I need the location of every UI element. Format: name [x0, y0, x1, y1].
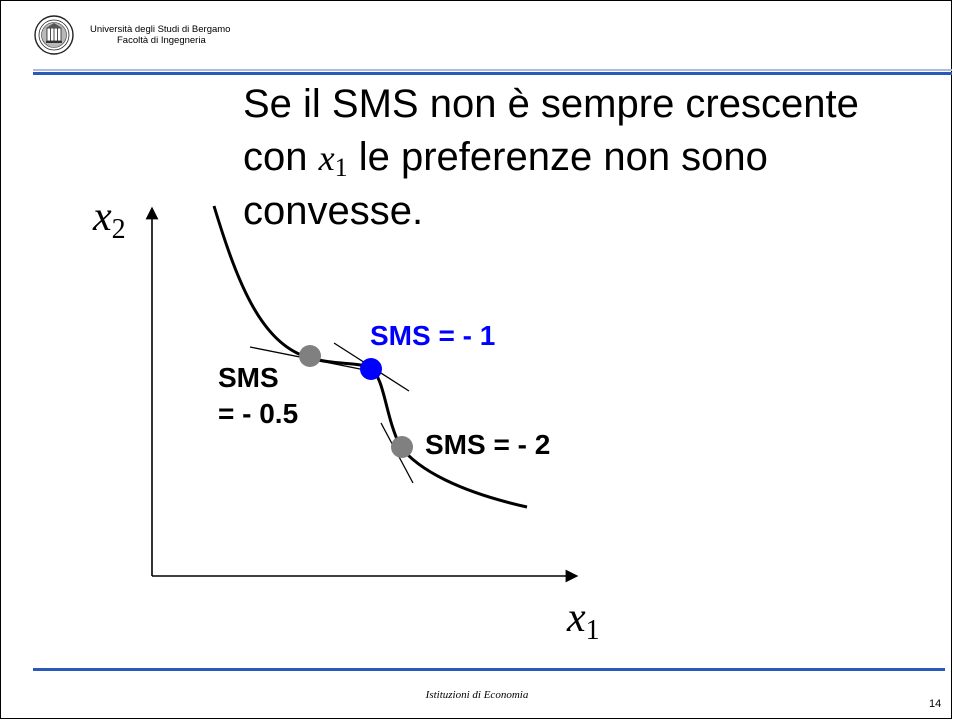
title-line-3: convesse. — [243, 189, 424, 233]
university-seal-icon — [34, 15, 74, 55]
point-sms-one — [360, 358, 382, 380]
y-axis-label: x2 — [93, 194, 126, 245]
annotation-sms-one: SMS = - 1 — [370, 320, 496, 351]
point-sms-two — [391, 436, 413, 458]
footer-title: Istituzioni di Economia — [425, 689, 529, 701]
page-number: 14 — [929, 698, 942, 710]
university-name: Università degli Studi di Bergamo — [90, 24, 231, 35]
title-line-2: con x1 le preferenze non sono — [243, 135, 768, 182]
point-sms-half — [299, 345, 321, 367]
annotation-sms-two: SMS = - 2 — [425, 429, 551, 460]
slide-title: Se il SMS non è sempre crescente con x1 … — [243, 78, 933, 238]
title-line-1: Se il SMS non è sempre crescente — [243, 82, 859, 126]
annotation-sms-half: SMS = - 0.5 — [218, 362, 299, 429]
x-axis-label: x1 — [567, 595, 600, 646]
header-rule — [33, 69, 952, 75]
footer-rule — [33, 668, 945, 671]
faculty-name: Facoltà di Ingegneria — [117, 35, 206, 46]
title-variable: x1 — [318, 138, 348, 182]
university-header: Università degli Studi di Bergamo Facolt… — [80, 24, 290, 46]
